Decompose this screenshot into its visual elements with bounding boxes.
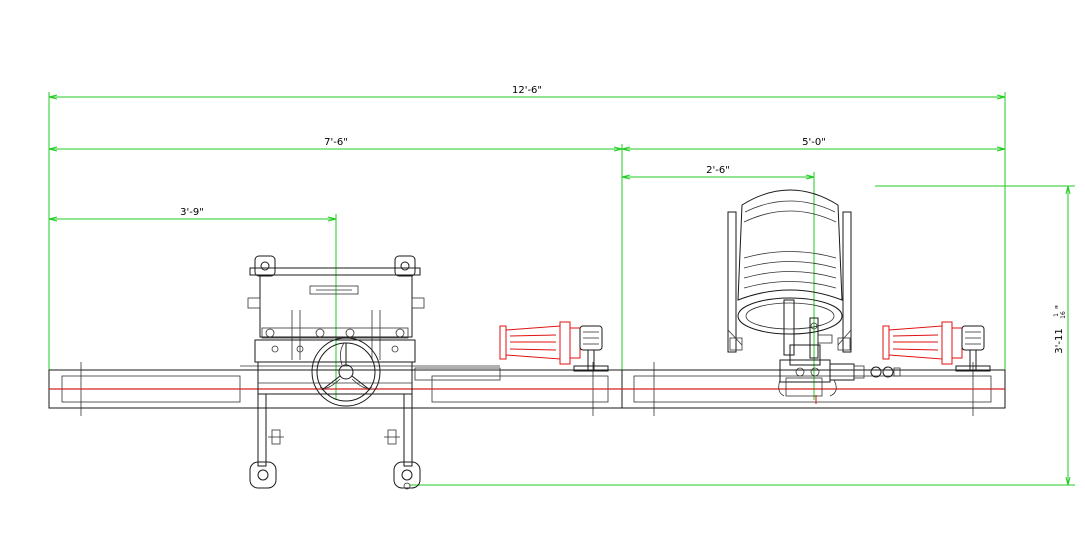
dimension-height: 3'-11 1 16 ": [410, 185, 1075, 486]
dimension-height-fraction-num: 1: [1053, 313, 1060, 317]
dimension-overall-label: 12'-6": [512, 85, 542, 96]
dimension-right-offset-label: 2'-6": [706, 165, 730, 176]
dimension-right-section-label: 5'-0": [802, 137, 826, 148]
handwheel: [311, 337, 381, 407]
dimension-right-offset: 2'-6": [621, 165, 815, 400]
dimension-overall: 12'-6": [48, 85, 1006, 380]
dimension-left-section: 7'-6": [48, 137, 623, 380]
motor-right: [882, 321, 991, 372]
dimension-height-fraction-den: 16: [1060, 311, 1067, 319]
dimension-right-section: 5'-0": [621, 137, 1006, 152]
dimension-height-inch-mark: ": [1054, 305, 1065, 310]
dimension-left-offset: 3'-9": [48, 207, 337, 400]
dimension-left-offset-label: 3'-9": [180, 207, 204, 218]
cart-machine: [247, 255, 425, 490]
motor-left: [499, 321, 609, 372]
drum-machine: [727, 189, 901, 404]
dimension-left-section-label: 7'-6": [324, 137, 348, 148]
dimension-height-label: 3'-11: [1054, 328, 1065, 353]
drum: [737, 189, 843, 301]
